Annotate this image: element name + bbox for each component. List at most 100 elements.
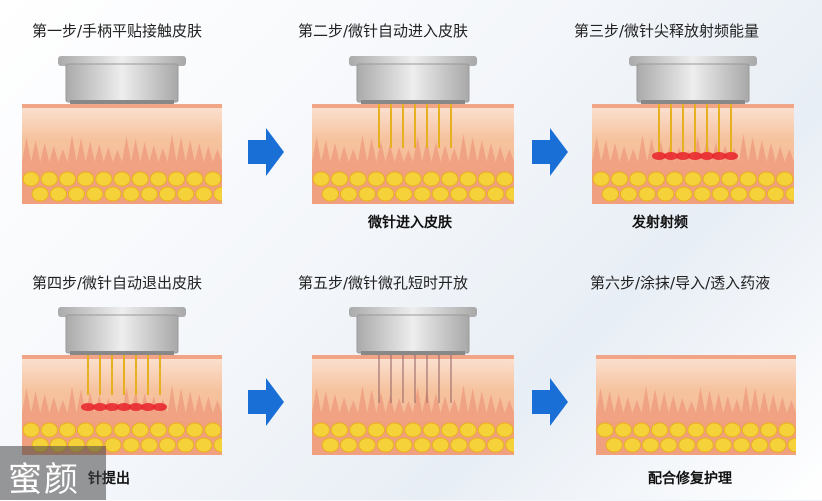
fat-cell bbox=[459, 422, 477, 438]
fat-cell bbox=[505, 437, 514, 453]
fat-cell bbox=[669, 422, 687, 438]
fat-cell bbox=[131, 171, 149, 187]
rf-energy-spot bbox=[724, 152, 738, 160]
fat-cell bbox=[340, 437, 358, 453]
fat-cell bbox=[31, 186, 49, 202]
rf-energy-spot bbox=[688, 152, 702, 160]
fat-cell bbox=[651, 422, 669, 438]
fat-cell bbox=[340, 186, 358, 202]
fat-cell bbox=[404, 422, 422, 438]
fat-cell bbox=[140, 437, 158, 453]
fat-cell bbox=[441, 171, 459, 187]
fat-cell bbox=[766, 186, 785, 202]
step-5-diagram bbox=[312, 307, 514, 455]
fat-cell bbox=[186, 422, 204, 438]
fat-cell bbox=[167, 171, 186, 187]
fat-cell bbox=[376, 437, 395, 453]
step-3-title: 第三步/微针尖释放射频能量 bbox=[574, 22, 760, 40]
fat-cell bbox=[204, 422, 222, 438]
step-1-title: 第一步/手柄平贴接触皮肤 bbox=[32, 22, 203, 40]
fat-cell bbox=[77, 422, 95, 438]
fat-cell bbox=[140, 186, 158, 202]
rf-energy-spot bbox=[712, 152, 726, 160]
fat-cell bbox=[629, 171, 647, 187]
fat-cell bbox=[158, 437, 177, 453]
fat-cell bbox=[358, 186, 376, 202]
fat-cell bbox=[104, 437, 122, 453]
fat-cell bbox=[660, 437, 678, 453]
rf-energy-spot bbox=[700, 152, 714, 160]
handpiece bbox=[356, 314, 470, 354]
fat-cell bbox=[623, 437, 642, 453]
fat-cell bbox=[687, 422, 705, 438]
fat-cell bbox=[413, 437, 431, 453]
fat-cell bbox=[177, 437, 195, 453]
fat-cell bbox=[367, 422, 386, 438]
step-2-caption: 微针进入皮肤 bbox=[368, 215, 452, 231]
arrow-right-icon bbox=[532, 128, 568, 176]
fat-cell bbox=[757, 171, 776, 187]
epidermis-line bbox=[22, 104, 222, 108]
step-3-diagram bbox=[592, 56, 794, 204]
fat-cell bbox=[349, 171, 367, 187]
handpiece-tip bbox=[361, 100, 465, 104]
epidermis-line bbox=[312, 355, 514, 359]
fat-cell bbox=[450, 186, 468, 202]
fat-cell bbox=[40, 422, 58, 438]
fat-cell bbox=[86, 186, 104, 202]
fat-cell bbox=[186, 171, 204, 187]
rf-energy-spot bbox=[664, 152, 678, 160]
fat-cell bbox=[330, 171, 349, 187]
fat-cell bbox=[177, 186, 195, 202]
fat-cell bbox=[693, 186, 711, 202]
fat-cell bbox=[741, 422, 760, 438]
fat-cell bbox=[312, 422, 330, 438]
fat-cell bbox=[431, 186, 450, 202]
arrow-right-icon bbox=[248, 378, 284, 426]
fat-cell bbox=[149, 422, 167, 438]
fat-cell bbox=[395, 437, 413, 453]
fat-cell bbox=[776, 171, 794, 187]
rf-energy-spot bbox=[81, 403, 95, 411]
rf-energy-spot bbox=[652, 152, 666, 160]
rf-energy-spot bbox=[153, 403, 167, 411]
step-5-title: 第五步/微针微孔短时开放 bbox=[298, 274, 469, 292]
fat-cell bbox=[468, 186, 487, 202]
fat-cell bbox=[665, 171, 684, 187]
fat-cell bbox=[605, 437, 623, 453]
fat-cell bbox=[778, 422, 796, 438]
step-6-caption: 配合修复护理 bbox=[648, 471, 732, 487]
fat-cell bbox=[330, 422, 349, 438]
fat-cell bbox=[678, 437, 696, 453]
fat-cell bbox=[104, 186, 122, 202]
fat-cell bbox=[321, 186, 340, 202]
step-6-diagram bbox=[596, 355, 796, 455]
step-2-diagram bbox=[312, 56, 514, 204]
step-6-title: 第六步/涂抹/导入/透入药液 bbox=[590, 274, 771, 292]
fat-cell bbox=[167, 422, 186, 438]
fat-cell bbox=[732, 437, 751, 453]
fat-cell bbox=[684, 171, 702, 187]
fat-cell bbox=[610, 171, 629, 187]
fat-cell bbox=[486, 186, 505, 202]
fat-cell bbox=[413, 186, 431, 202]
fat-cell bbox=[77, 171, 95, 187]
rf-energy-spot bbox=[141, 403, 155, 411]
fat-cell bbox=[349, 422, 367, 438]
fat-cell bbox=[195, 186, 213, 202]
fat-cell bbox=[358, 437, 376, 453]
fat-cell bbox=[632, 422, 651, 438]
fat-cell bbox=[647, 171, 666, 187]
fat-cell bbox=[760, 422, 778, 438]
fat-cell bbox=[656, 186, 675, 202]
watermark-logo: 蜜颜 bbox=[0, 446, 106, 500]
fat-cell bbox=[321, 437, 340, 453]
fat-cell bbox=[122, 186, 140, 202]
fat-cell bbox=[312, 171, 330, 187]
fat-cell bbox=[696, 437, 714, 453]
epidermis-line bbox=[592, 104, 794, 108]
handpiece-tip bbox=[70, 100, 174, 104]
fat-cell bbox=[477, 171, 496, 187]
fat-cell bbox=[675, 186, 693, 202]
fat-cell bbox=[486, 437, 505, 453]
